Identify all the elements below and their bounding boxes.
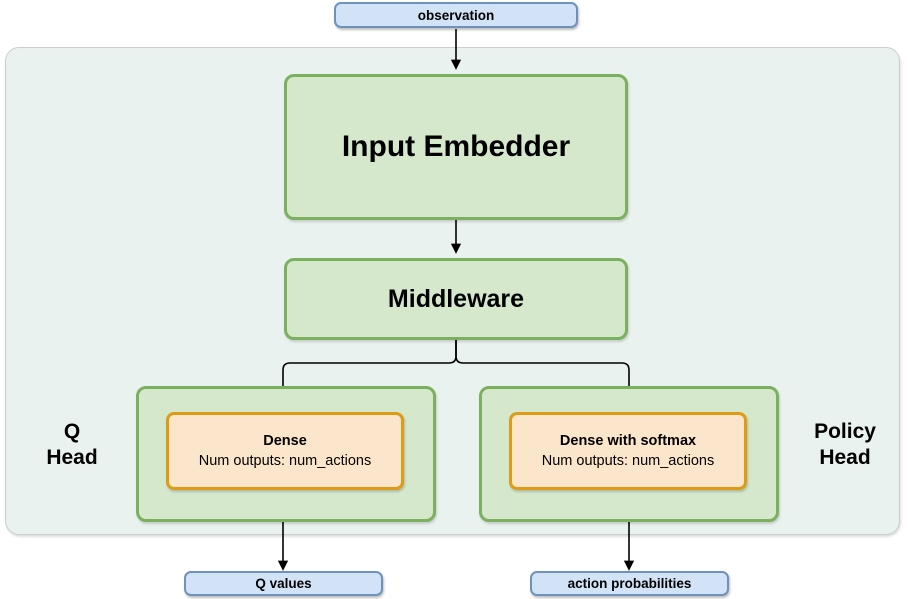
observation-label: observation [417, 7, 495, 23]
q-head-dense-node[interactable]: Dense Num outputs: num_actions [166, 412, 404, 490]
q-head-dense-subtitle: Num outputs: num_actions [198, 452, 372, 469]
q-head-group[interactable]: Dense Num outputs: num_actions [136, 386, 436, 522]
action-probabilities-output-node[interactable]: action probabilities [530, 571, 729, 596]
input-embedder-node[interactable]: Input Embedder [284, 74, 628, 220]
policy-head-dense-title: Dense with softmax [559, 432, 697, 449]
policy-head-dense-node[interactable]: Dense with softmax Num outputs: num_acti… [509, 412, 747, 490]
middleware-node[interactable]: Middleware [284, 258, 628, 340]
observation-node[interactable]: observation [334, 2, 578, 28]
middleware-label: Middleware [387, 284, 525, 313]
policy-head-side-label: Policy Head [814, 420, 876, 469]
q-head-side-label: Q Head [46, 420, 98, 469]
q-values-label: Q values [255, 576, 312, 591]
q-head-dense-title: Dense [263, 432, 307, 449]
policy-head-dense-subtitle: Num outputs: num_actions [541, 452, 715, 469]
q-values-output-node[interactable]: Q values [184, 571, 383, 596]
action-probabilities-label: action probabilities [567, 576, 692, 591]
policy-head-group[interactable]: Dense with softmax Num outputs: num_acti… [479, 386, 779, 522]
input-embedder-label: Input Embedder [341, 130, 571, 163]
